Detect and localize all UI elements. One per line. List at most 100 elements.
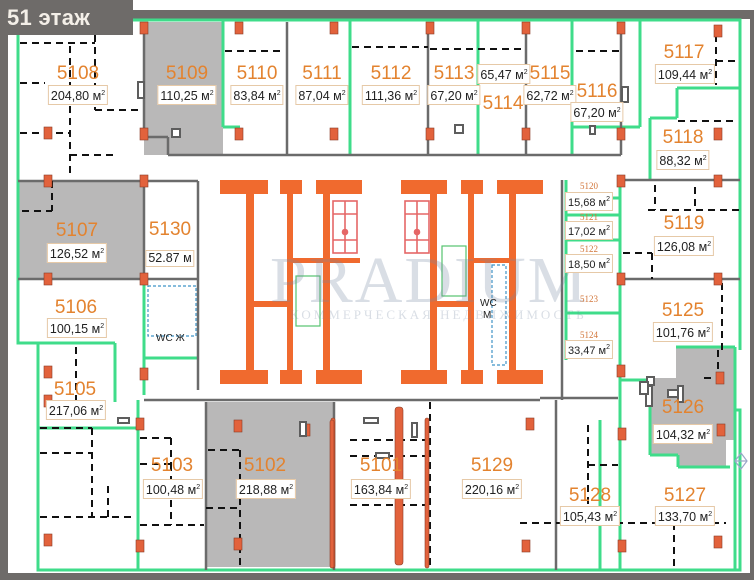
area-unit-superscript: 2 bbox=[613, 511, 618, 518]
area-unit-superscript: 2 bbox=[706, 327, 711, 334]
wc-male-label: WC bbox=[480, 298, 497, 309]
core-wall bbox=[316, 180, 362, 194]
unit-number-5114[interactable]: 5114 bbox=[482, 93, 524, 114]
unit-number-5125[interactable]: 5125 bbox=[661, 300, 705, 321]
unit-number-5130[interactable]: 5130 bbox=[148, 219, 192, 240]
core-wall bbox=[280, 370, 302, 384]
unit-area-5126: 104,32 м2 bbox=[652, 424, 714, 444]
dashed-partitions bbox=[20, 35, 740, 570]
core-wall bbox=[497, 370, 543, 384]
area-value: 101,76 bbox=[655, 326, 695, 340]
core-wall bbox=[430, 194, 437, 370]
unit-number-5121[interactable]: 5121 bbox=[580, 212, 598, 222]
area-unit-superscript: 2 bbox=[413, 90, 418, 97]
unit-number-5116[interactable]: 5116 bbox=[576, 81, 618, 102]
area-unit-superscript: 2 bbox=[702, 155, 707, 162]
core-wall bbox=[287, 194, 293, 370]
area-unit: м bbox=[277, 483, 290, 497]
unit-number-5111[interactable]: 5111 bbox=[302, 63, 342, 84]
unit-number-5122[interactable]: 5122 bbox=[580, 244, 598, 254]
area-value: 17,02 bbox=[567, 226, 596, 238]
structural-walls bbox=[18, 22, 740, 570]
wc-male-fixtures bbox=[491, 264, 507, 366]
unit-number-5112[interactable]: 5112 bbox=[370, 63, 412, 84]
unit-area-5113: 67,20 м2 bbox=[427, 85, 481, 105]
columns bbox=[43, 21, 726, 569]
core-wall bbox=[461, 180, 483, 194]
unit-number-5109[interactable]: 5109 bbox=[165, 63, 209, 84]
unit-area-5114: 65,47 м2 bbox=[477, 64, 531, 84]
core-wall bbox=[497, 180, 543, 194]
unit-number-5118[interactable]: 5118 bbox=[662, 127, 704, 148]
core-wall bbox=[401, 370, 447, 384]
area-value: 163,84 bbox=[353, 483, 393, 497]
unit-number-5115[interactable]: 5115 bbox=[529, 63, 571, 84]
unit-area-5120: 15,68 м2 bbox=[564, 192, 614, 211]
unit-area-5129: 220,16 м2 bbox=[461, 479, 523, 499]
core-wall bbox=[220, 180, 268, 194]
area-value: 67,20 bbox=[573, 106, 605, 120]
unit-area-5102: 218,88 м2 bbox=[235, 479, 297, 499]
area-unit-superscript: 2 bbox=[515, 484, 520, 491]
unit-area-5122: 18,50 м2 bbox=[564, 254, 614, 273]
core-wall bbox=[220, 370, 268, 384]
area-unit: м bbox=[87, 404, 100, 418]
area-unit: м bbox=[401, 89, 414, 103]
frame-bottom bbox=[0, 573, 754, 580]
unit-area-5103: 100,48 м2 bbox=[142, 479, 204, 499]
unit-number-5113[interactable]: 5113 bbox=[433, 63, 475, 84]
unit-number-5129[interactable]: 5129 bbox=[470, 455, 514, 476]
area-unit-superscript: 2 bbox=[196, 484, 201, 491]
area-unit-superscript: 2 bbox=[100, 323, 105, 330]
unit-number-5106[interactable]: 5106 bbox=[54, 297, 98, 318]
wc-female-fixtures bbox=[147, 285, 197, 337]
area-unit: м bbox=[329, 89, 342, 103]
area-unit-superscript: 2 bbox=[708, 69, 713, 76]
stair-left bbox=[295, 275, 321, 327]
area-unit: м bbox=[184, 483, 197, 497]
area-unit-superscript: 2 bbox=[606, 196, 611, 203]
core-wall bbox=[474, 258, 509, 263]
area-unit: м bbox=[197, 89, 210, 103]
unit-number-5103[interactable]: 5103 bbox=[150, 455, 194, 476]
frame-top bbox=[0, 10, 754, 19]
elevator-right bbox=[404, 200, 430, 254]
area-unit: м bbox=[695, 240, 708, 254]
unit-area-5108: 204,80 м2 bbox=[47, 85, 109, 105]
unit-number-5119[interactable]: 5119 bbox=[663, 213, 705, 234]
unit-number-5105[interactable]: 5105 bbox=[53, 379, 97, 400]
unit-number-5110[interactable]: 5110 bbox=[236, 63, 278, 84]
area-unit-superscript: 2 bbox=[473, 90, 478, 97]
unit-number-5117[interactable]: 5117 bbox=[663, 42, 705, 63]
core-wall bbox=[246, 194, 254, 370]
stair-right bbox=[441, 245, 467, 297]
unit-number-5123[interactable]: 5123 bbox=[580, 294, 598, 304]
unit-area-5124: 33,47 м2 bbox=[564, 340, 614, 359]
unit-number-5126[interactable]: 5126 bbox=[661, 397, 705, 418]
unit-number-5124[interactable]: 5124 bbox=[580, 330, 598, 340]
core-wall bbox=[509, 194, 516, 370]
unit-number-5102[interactable]: 5102 bbox=[243, 455, 287, 476]
area-unit: м bbox=[595, 259, 607, 271]
shafts bbox=[117, 81, 684, 459]
area-unit: м bbox=[264, 89, 277, 103]
area-value: 87,04 bbox=[298, 89, 330, 103]
unit-number-5127[interactable]: 5127 bbox=[663, 485, 707, 506]
area-unit: м bbox=[696, 68, 709, 82]
area-value: 217,06 bbox=[48, 404, 88, 418]
unit-area-5121: 17,02 м2 bbox=[564, 221, 614, 240]
unit-number-5128[interactable]: 5128 bbox=[568, 485, 612, 506]
unit-number-5108[interactable]: 5108 bbox=[56, 63, 100, 84]
area-value: 133,70 bbox=[657, 510, 697, 524]
unit-number-5101[interactable]: 5101 bbox=[359, 455, 403, 476]
area-unit: м bbox=[392, 483, 405, 497]
area-value: 126,52 bbox=[49, 247, 89, 261]
north-marker-icon bbox=[734, 452, 748, 470]
unit-number-5120[interactable]: 5120 bbox=[580, 181, 598, 191]
area-value: 104,32 bbox=[655, 428, 695, 442]
frame-left bbox=[0, 10, 8, 580]
area-unit-superscript: 2 bbox=[569, 90, 574, 97]
building-core bbox=[147, 180, 543, 384]
area-value: 62,72 bbox=[526, 89, 558, 103]
unit-number-5107[interactable]: 5107 bbox=[55, 220, 99, 241]
